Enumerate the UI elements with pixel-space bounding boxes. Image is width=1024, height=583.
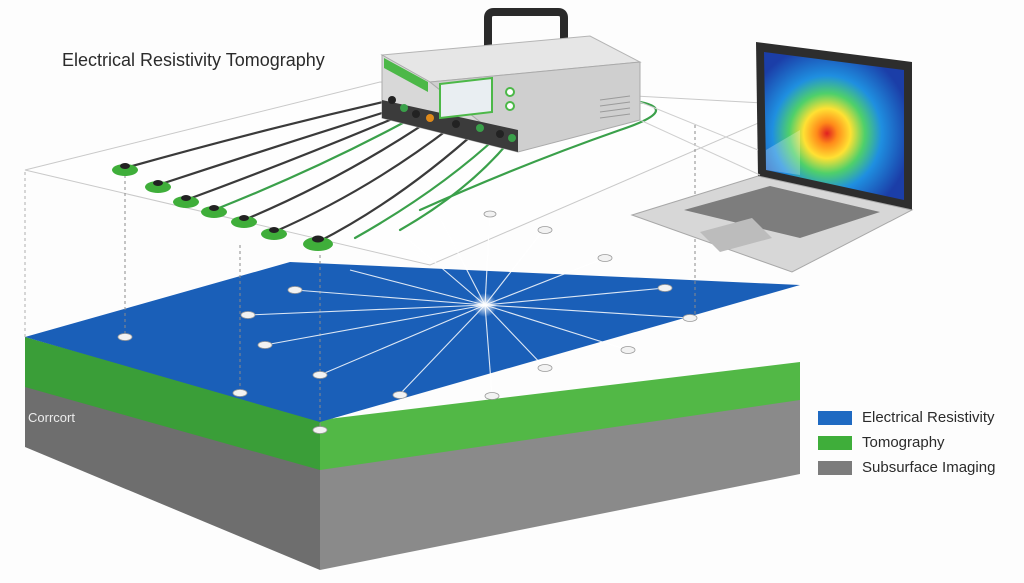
ray xyxy=(484,304,691,319)
bottom-layer-front xyxy=(320,398,800,570)
cable xyxy=(123,98,394,170)
electrode-icon xyxy=(537,364,553,372)
legend: Electrical Resistivity Tomography Subsur… xyxy=(818,405,995,480)
electrode-icon xyxy=(269,227,279,233)
electrode-icon xyxy=(201,206,227,218)
ray xyxy=(484,304,493,396)
electrode-icon xyxy=(483,210,497,218)
device-knob xyxy=(505,101,515,111)
legend-label: Subsurface Imaging xyxy=(862,459,996,476)
ray xyxy=(247,304,486,316)
laptop-screen xyxy=(764,52,904,200)
legend-item: Tomography xyxy=(818,430,995,455)
cable xyxy=(242,118,432,222)
laptop-icon xyxy=(630,42,914,273)
ray xyxy=(399,304,486,395)
ray xyxy=(394,227,486,306)
electrode-icon xyxy=(240,311,256,319)
device-connectors xyxy=(388,96,516,142)
ray xyxy=(319,304,486,376)
laptop-keyboard xyxy=(684,186,880,238)
legend-label: Tomography xyxy=(862,434,945,451)
electrode-icon xyxy=(232,389,248,397)
ray-center-glow xyxy=(473,293,497,317)
legend-label: Electrical Resistivity xyxy=(862,409,995,426)
cable xyxy=(353,132,502,240)
cable xyxy=(184,112,406,202)
electrode-icon xyxy=(209,205,219,211)
electrode-icon xyxy=(153,180,163,186)
ray xyxy=(484,211,491,306)
device-screen xyxy=(439,76,493,120)
cables xyxy=(123,98,657,244)
ray xyxy=(484,304,629,351)
cable xyxy=(316,126,482,244)
ray xyxy=(349,269,486,306)
legend-swatch xyxy=(818,410,852,425)
legend-item: Electrical Resistivity xyxy=(818,405,995,430)
block-side-label: Corrcort xyxy=(28,410,75,425)
middle-layer-front xyxy=(320,362,800,470)
screen-glare xyxy=(766,130,800,175)
top-layer xyxy=(25,262,800,422)
cable xyxy=(418,100,657,212)
electrode-icon xyxy=(145,181,171,193)
electrode-icon xyxy=(312,235,324,243)
device-handle xyxy=(484,7,568,52)
cable xyxy=(398,136,514,232)
electrode-icon xyxy=(484,392,500,400)
device-green-band xyxy=(384,58,428,92)
diagram-title: Electrical Resistivity Tomography xyxy=(62,50,325,70)
ray xyxy=(484,304,546,369)
ray xyxy=(484,287,666,306)
legend-item: Subsurface Imaging xyxy=(818,455,995,480)
electrode-icon xyxy=(682,314,698,322)
middle-layer-side xyxy=(25,337,320,470)
electrode-icon xyxy=(303,237,333,251)
ray xyxy=(439,217,486,306)
laptop-trackpad xyxy=(700,218,772,252)
surface-electrodes xyxy=(117,210,698,434)
plane-electrodes xyxy=(112,163,333,251)
electrode-icon xyxy=(120,163,130,169)
legend-swatch xyxy=(818,460,852,475)
bottom-layer-side xyxy=(25,385,320,570)
ground-block xyxy=(25,262,800,570)
legend-swatch xyxy=(818,435,852,450)
current-rays xyxy=(247,211,691,396)
device-knob xyxy=(505,87,515,97)
electrode-icon xyxy=(261,228,287,240)
electrode-icon xyxy=(257,341,273,349)
electrode-icon xyxy=(620,346,636,354)
ray xyxy=(484,227,546,306)
cable xyxy=(212,116,414,212)
electrode-icon xyxy=(231,216,257,228)
cable xyxy=(272,122,457,234)
electrode-icon xyxy=(597,254,613,262)
electrode-icon xyxy=(312,371,328,379)
cable xyxy=(156,106,400,187)
electrode-icon xyxy=(287,286,303,294)
ray xyxy=(264,304,486,346)
electrode-icon xyxy=(117,333,133,341)
electrode-icon xyxy=(537,226,553,234)
electrode-icon xyxy=(181,195,191,201)
device-vents xyxy=(599,95,631,119)
plane-overlay-lines xyxy=(639,101,761,176)
electrode-icon xyxy=(112,164,138,176)
electrode-icon xyxy=(239,215,249,221)
resistivity-meter-icon xyxy=(380,7,642,153)
ray xyxy=(294,289,486,306)
electrode-icon xyxy=(657,284,673,292)
electrode-icon xyxy=(392,391,408,399)
electrode-icon xyxy=(312,426,328,434)
ray xyxy=(484,257,606,306)
electrode-icon xyxy=(173,196,199,208)
